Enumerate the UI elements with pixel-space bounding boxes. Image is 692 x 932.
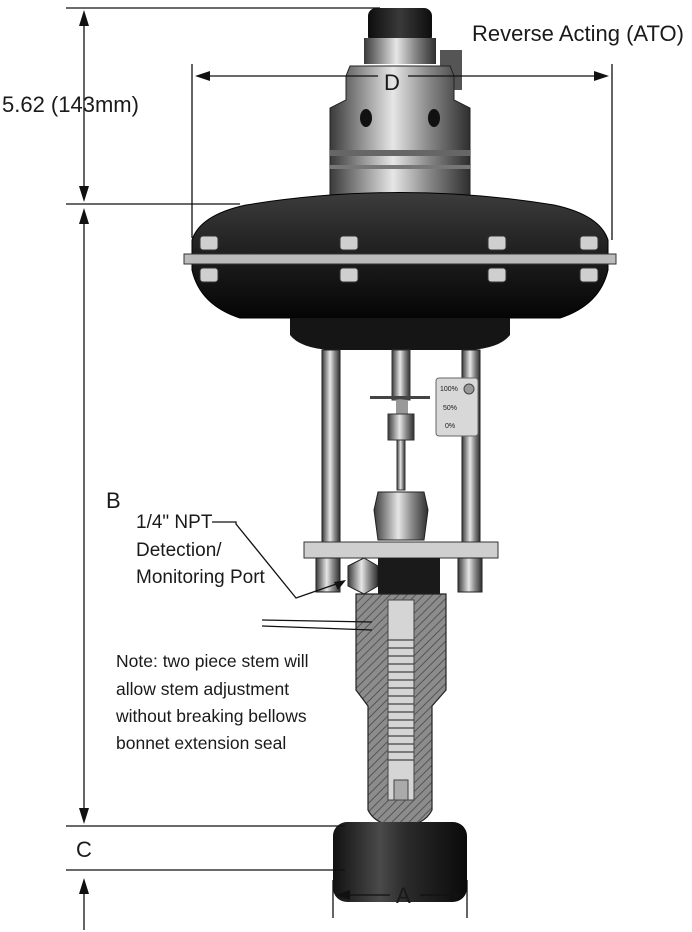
dimension-c-label: C xyxy=(76,837,92,862)
valve-body xyxy=(333,822,467,902)
indicator-50: 50% xyxy=(443,405,457,412)
actuator-housing xyxy=(329,65,471,197)
figure-title: Reverse Acting (ATO) xyxy=(472,21,684,46)
port-callout-line-2: Detection/ xyxy=(136,540,222,561)
flange-bolts xyxy=(199,235,599,283)
valve-illustration: 100% 50% 0% xyxy=(183,8,617,902)
port-callout-line-3: Monitoring Port xyxy=(136,567,266,588)
indicator-0: 0% xyxy=(445,423,455,430)
top-cap xyxy=(368,8,432,44)
stem-note-line-3: without breaking bellows xyxy=(115,706,307,726)
yoke-plate xyxy=(303,541,499,559)
top-height-label: 5.62 (143mm) xyxy=(2,92,139,117)
indicator-100: 100% xyxy=(440,386,458,393)
port-callout-line-1: 1/4" NPT xyxy=(136,512,213,533)
port-callout: 1/4" NPT Detection/ Monitoring Port xyxy=(136,512,266,588)
stem-note-line-1: Note: two piece stem will xyxy=(116,651,309,671)
dimension-lines xyxy=(66,7,613,930)
stem-note-line-2: allow stem adjustment xyxy=(116,679,289,699)
yoke-post-left xyxy=(321,349,341,551)
travel-indicator: 100% 50% 0% xyxy=(435,377,479,437)
detection-port xyxy=(347,557,379,595)
dimension-b-label: B xyxy=(106,488,121,513)
stem-note-line-4: bonnet extension seal xyxy=(116,733,286,753)
dimension-d-label: D xyxy=(384,70,400,95)
stem-note: Note: two piece stem will allow stem adj… xyxy=(115,651,309,753)
dimension-a-label: A xyxy=(396,883,411,908)
